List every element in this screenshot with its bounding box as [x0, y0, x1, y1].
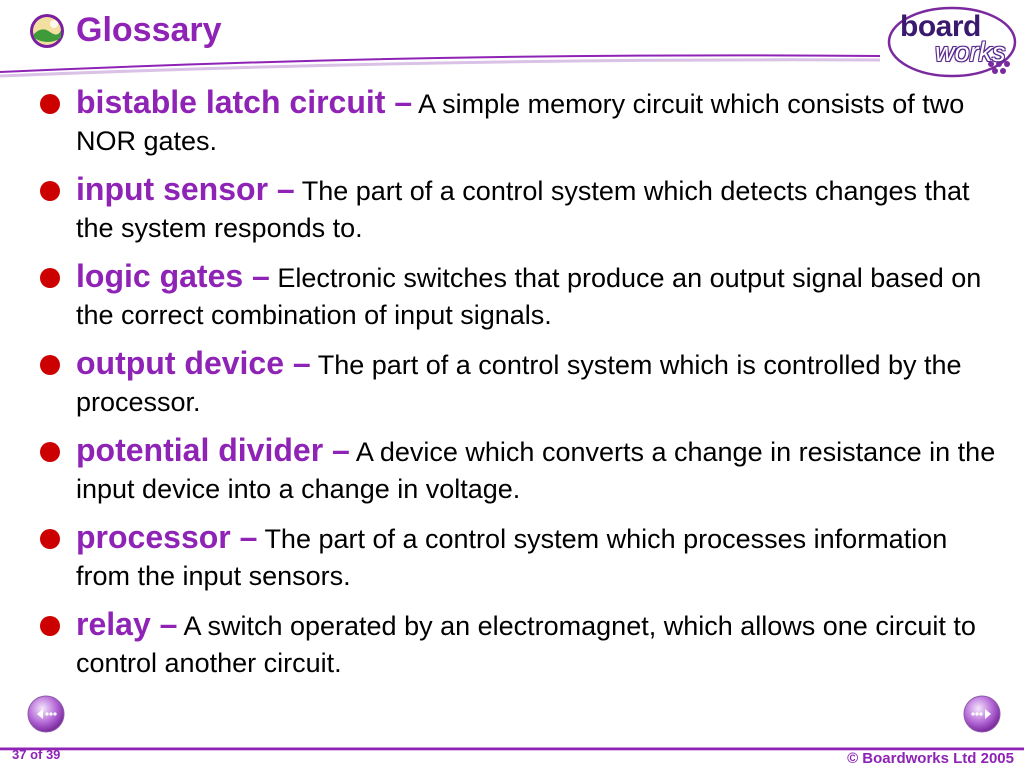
- next-slide-button[interactable]: [962, 694, 1002, 734]
- glossary-definition: A device which converts a change in resi…: [76, 437, 996, 504]
- bullet-icon: [40, 616, 60, 636]
- bullet-icon: [40, 181, 60, 201]
- glossary-definition: The part of a control system which is co…: [76, 350, 962, 417]
- previous-slide-button[interactable]: [26, 694, 66, 734]
- glossary-definition: A simple memory circuit which consists o…: [76, 89, 965, 156]
- glossary-definition: The part of a control system which detec…: [76, 176, 970, 243]
- boardworks-logo: [887, 6, 1017, 78]
- glossary-list: bistable latch circuit – A simple memory…: [38, 84, 1008, 693]
- glossary-entry: output device – The part of a control sy…: [38, 345, 1008, 421]
- logo-text-works: works: [935, 37, 1006, 67]
- glossary-entry: processor – The part of a control system…: [38, 519, 1008, 595]
- bullet-icon: [40, 94, 60, 114]
- glossary-term: relay –: [76, 606, 178, 642]
- bullet-icon: [40, 268, 60, 288]
- copyright-notice: © Boardworks Ltd 2005: [847, 750, 1014, 767]
- page-number: 37 of 39: [12, 747, 61, 762]
- glossary-entry: input sensor – The part of a control sys…: [38, 171, 1008, 247]
- glossary-term: input sensor –: [76, 171, 295, 207]
- glossary-term: output device –: [76, 345, 311, 381]
- glossary-term: bistable latch circuit –: [76, 84, 413, 120]
- bullet-icon: [40, 529, 60, 549]
- glossary-entry: potential divider – A device which conve…: [38, 432, 1008, 508]
- glossary-definition: A switch operated by an electromagnet, w…: [76, 611, 976, 678]
- footer-bar: [0, 745, 1024, 768]
- bullet-icon: [40, 355, 60, 375]
- glossary-entry: relay – A switch operated by an electrom…: [38, 606, 1008, 682]
- logo-text-board: board: [900, 10, 981, 43]
- header-divider: [0, 54, 880, 78]
- glossary-term: processor –: [76, 519, 258, 555]
- globe-icon: [30, 14, 64, 48]
- glossary-term: logic gates –: [76, 258, 270, 294]
- glossary-definition: The part of a control system which proce…: [76, 524, 948, 591]
- glossary-definition: Electronic switches that produce an outp…: [76, 263, 982, 330]
- glossary-entry: logic gates – Electronic switches that p…: [38, 258, 1008, 334]
- glossary-term: potential divider –: [76, 432, 350, 468]
- bullet-icon: [40, 442, 60, 462]
- page-title: Glossary: [76, 11, 222, 49]
- glossary-entry: bistable latch circuit – A simple memory…: [38, 84, 1008, 160]
